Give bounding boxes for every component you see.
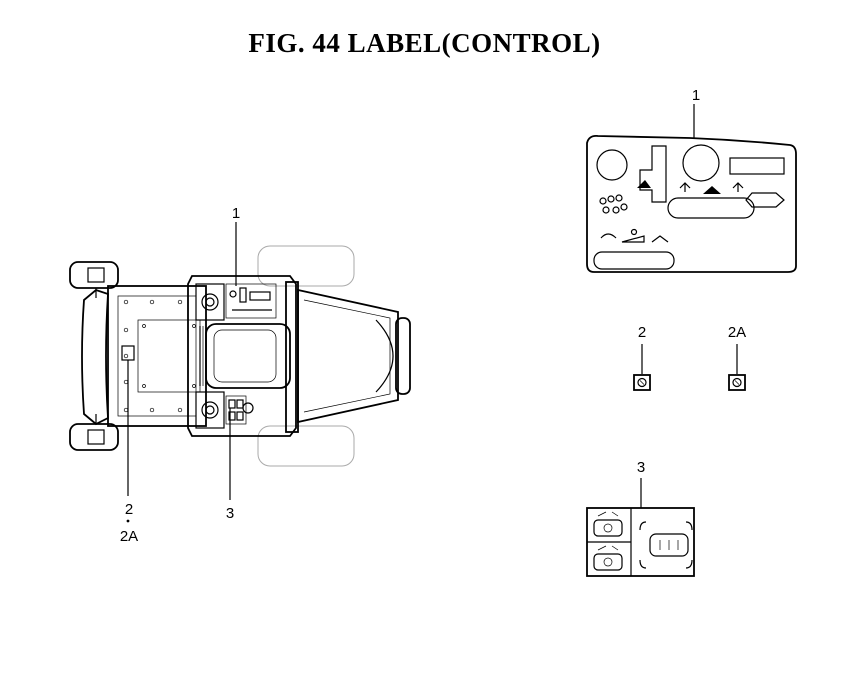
rear-bumper — [395, 317, 411, 395]
front-caster-top — [69, 261, 119, 298]
front-caster-bottom — [69, 414, 119, 451]
callout-2-label: 2 — [638, 324, 646, 341]
rear-wheel-bottom — [257, 425, 355, 467]
control-panel-1-location — [225, 283, 277, 319]
deck-plate — [107, 285, 207, 427]
callout-1-label: 1 — [692, 87, 700, 104]
label-1-control-decal — [586, 134, 797, 273]
control-panel-3-location — [225, 395, 254, 425]
rear-wheel-top — [257, 245, 355, 287]
label-2-location — [121, 345, 135, 361]
callout-2a-machine: 2A — [120, 528, 138, 545]
engine-hood — [297, 288, 399, 424]
operator-platform — [187, 275, 297, 437]
label-2a-decal — [728, 374, 746, 391]
callout-3-machine: 3 — [226, 505, 234, 522]
label-3-decal — [586, 507, 695, 577]
callout-2-machine: 2 — [125, 501, 133, 518]
callout-2a-label: 2A — [728, 324, 746, 341]
seat — [205, 323, 291, 389]
callout-1-machine: 1 — [232, 205, 240, 222]
callout-3-label: 3 — [637, 459, 645, 476]
mower-top-view — [69, 245, 411, 467]
callout-dot — [126, 519, 130, 523]
front-frame — [81, 288, 109, 426]
label-2-decal — [633, 374, 651, 391]
figure-title: FIG. 44 LABEL(CONTROL) — [248, 28, 601, 58]
